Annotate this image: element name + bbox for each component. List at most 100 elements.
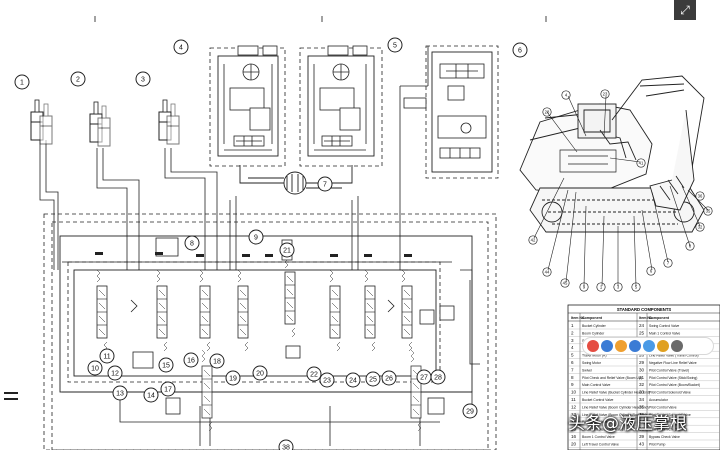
machine-callout-number: 42	[531, 238, 536, 243]
share-icon[interactable]	[587, 340, 599, 352]
expand-button[interactable]: ⤢	[674, 0, 696, 20]
table-cell: Pilot Control Solenoid Valve	[649, 413, 691, 417]
table-cell: 35	[639, 404, 645, 409]
callout-number: 23	[323, 378, 331, 385]
callout-4: 4	[173, 39, 189, 55]
callout-number: 18	[213, 359, 221, 366]
callout-27: 27	[416, 369, 432, 385]
callout-24: 24	[345, 372, 361, 388]
callout-number: 21	[283, 248, 291, 255]
callout-number: 9	[254, 235, 258, 242]
machine-callout-number: 8	[689, 244, 692, 249]
callout-number: 6	[518, 48, 522, 55]
table-cell: 7	[571, 367, 574, 372]
machine-callout-41: 41	[636, 158, 646, 168]
table-cell: Swing Motor	[582, 361, 602, 365]
callout-20: 20	[252, 365, 268, 381]
watermark: 头条@液压掌根	[568, 407, 720, 450]
machine-callout-32: 32	[695, 222, 705, 232]
excavator-illustration	[519, 75, 705, 233]
table-cell: 38	[639, 427, 645, 432]
callout-23: 23	[319, 372, 335, 388]
callout-25: 25	[365, 371, 381, 387]
qq-icon[interactable]	[643, 340, 655, 352]
callout-12: 12	[107, 365, 123, 381]
callout-13: 13	[112, 385, 128, 401]
table-cell: 28	[639, 353, 645, 358]
callout-number: 16	[187, 358, 195, 365]
bucket-cylinder	[30, 99, 53, 145]
moments-icon[interactable]	[615, 340, 627, 352]
callout-number: 2	[76, 77, 80, 84]
table-cell: 34	[639, 397, 645, 402]
callout-29: 29	[462, 403, 478, 419]
table-cell: 37	[639, 419, 645, 424]
components-table-title: STANDARD COMPONENTS	[617, 307, 672, 312]
callout-number: 10	[91, 366, 99, 373]
table-cell: 3	[571, 338, 574, 343]
table-cell: 6	[571, 360, 574, 365]
machine-callout-4: 4	[561, 90, 571, 100]
table-cell: 4	[571, 345, 574, 350]
table-cell: Pilot Control Solenoid Valve	[649, 391, 691, 395]
table-cell: 24	[639, 323, 645, 328]
wechat-icon[interactable]	[601, 340, 613, 352]
machine-callout-number: 23	[603, 92, 608, 97]
callout-number: 20	[256, 371, 264, 378]
table-cell: Boom 1 Control Valve	[582, 435, 615, 439]
table-cell: 5	[571, 353, 574, 358]
table-cell: 12	[571, 404, 577, 409]
qzone-icon[interactable]	[657, 340, 669, 352]
callout-number: 29	[466, 409, 474, 416]
share-toolbar[interactable]	[582, 337, 714, 355]
callout-number: 17	[164, 387, 172, 394]
table-cell: 39	[639, 434, 645, 439]
machine-callout-number: 1	[600, 285, 603, 290]
callout-9: 9	[248, 229, 264, 245]
callout-14: 14	[143, 387, 159, 403]
callout-1: 1	[14, 74, 30, 90]
table-cell: Line Relief Valve (Travel Control)	[649, 354, 699, 358]
table-cell: Swivel	[582, 368, 592, 372]
table-cell: Pilot Pump	[649, 442, 666, 446]
table-cell: Pilot Check and Relief Valve (Boom Up)	[582, 376, 642, 380]
weibo-icon[interactable]	[629, 340, 641, 352]
table-cell: Bucket Cylinder	[582, 324, 607, 328]
callout-15: 15	[158, 357, 174, 373]
callout-21: 21	[279, 242, 295, 258]
callout-number: 7	[323, 182, 327, 189]
callout-number: 26	[385, 376, 393, 383]
machine-callout-number: 41	[639, 161, 644, 166]
table-cell: 16	[571, 434, 577, 439]
machine-callout-1: 1	[596, 282, 606, 292]
callout-number: 11	[103, 354, 110, 361]
callout-7: 7	[317, 176, 333, 192]
table-cell: 8	[571, 375, 574, 380]
table-cell: Boom Cylinder	[582, 331, 605, 335]
callout-number: 28	[434, 375, 442, 382]
table-header-cell: Item No.	[571, 316, 585, 320]
machine-callout-23: 23	[600, 89, 610, 99]
callout-18: 18	[209, 353, 225, 369]
table-cell: 43	[639, 441, 645, 446]
table-cell: Pilot Control Valve (Boom/Bucket)	[649, 383, 700, 387]
callout-5: 5	[387, 37, 403, 53]
callout-16: 16	[183, 352, 199, 368]
stick-cylinder	[158, 99, 180, 145]
table-cell: Bucket Control Valve	[582, 398, 614, 402]
callout-number: 27	[420, 375, 428, 382]
link-icon[interactable]	[671, 340, 683, 352]
table-cell: Pilot Control Valve	[649, 405, 677, 409]
